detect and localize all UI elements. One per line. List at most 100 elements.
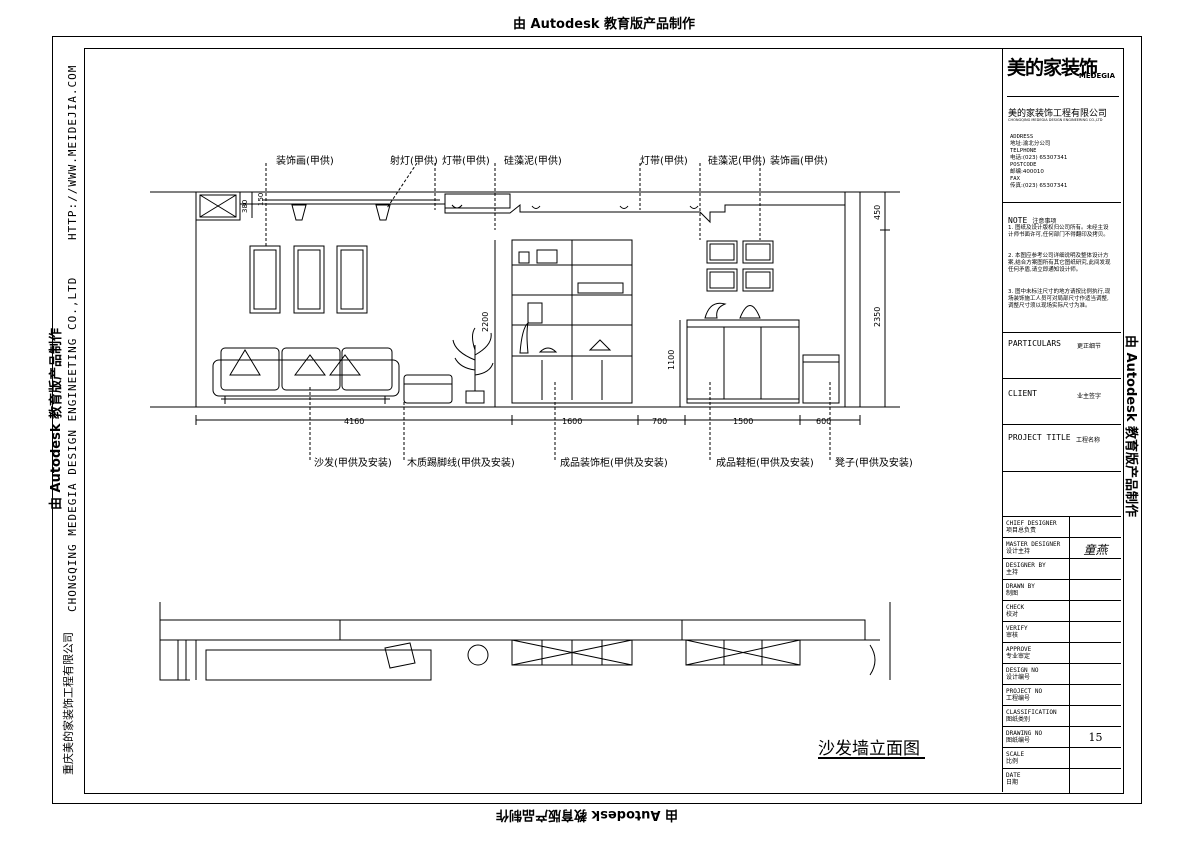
row-label-en: DESIGNER BY [1006,562,1046,569]
bottom-label-2: 木质踢脚线(甲供及安装) [407,458,515,469]
row-label-cn: 图纸编号 [1006,737,1031,744]
elevation-drawing [150,162,925,759]
row-divider [1069,622,1070,643]
top-label-7: 装饰画(甲供) [770,156,828,167]
row-label-en: VERIFY [1006,625,1028,632]
tel-label: TELPHONE [1010,148,1037,154]
bottom-label-3: 成品装饰柜(甲供及安装) [560,458,668,469]
company-name: 美的家装饰工程有限公司 [1008,109,1108,119]
dim-2200: 2200 [481,311,490,332]
row-label-en: DESIGN NO [1006,667,1039,674]
dim-600: 600 [816,417,832,426]
row-label-cn: 日期 [1006,779,1019,786]
row-label-en: DRAWING NO [1006,730,1043,737]
row-label-en: DRAWN BY [1006,583,1035,590]
row-value: 童燕 [1083,543,1108,557]
row-label-cn: 专业审定 [1006,653,1031,660]
postcode-value: 邮编:400010 [1010,169,1044,175]
row-label-cn: 校对 [1006,611,1019,618]
top-label-4: 硅藻泥(甲供) [504,156,562,167]
row-divider [1069,769,1070,793]
row-divider [1069,748,1070,769]
dim-450: 450 [873,204,882,220]
top-label-5: 灯带(甲供) [640,156,688,167]
top-label-6: 硅藻泥(甲供) [708,156,766,167]
row-label-cn: 工程编号 [1006,695,1031,702]
address-label: ADDRESS [1010,134,1034,140]
row-label-cn: 设计主持 [1006,548,1031,555]
particulars-value: 更正细节 [1077,343,1102,350]
inner-border [84,48,1124,794]
row-divider [1069,601,1070,622]
row-divider [1069,559,1070,580]
outer-border [52,36,1142,804]
title-block [1002,48,1123,792]
address-value: 地址:渝北分公司 [1010,141,1051,147]
row-label-cn: 审核 [1006,632,1019,639]
dim-2350: 2350 [873,306,882,327]
note-2: 2. 本图应参考公司详细说明及整体设计方案,结合方案图所有其它图纸研究,此间发现… [1008,253,1111,273]
top-label-3: 灯带(甲供) [442,156,490,167]
row-label-en: CHIEF DESIGNER [1006,520,1057,527]
row-label-cn: 制图 [1006,590,1019,597]
client-row: CLIENT 业主签字 [1002,378,1121,425]
dim-1100: 1100 [667,349,676,370]
note-3: 3. 图中未标注尺寸的地方请按比例执行,现场装饰施工人员可对局部尺寸作适当调整,… [1008,289,1111,309]
row-label-en: CHECK [1006,604,1025,611]
row-label-cn: 设计编号 [1006,674,1031,681]
bottom-label-5: 凳子(甲供及安装) [835,458,913,469]
row-label-cn: 项目总负责 [1006,527,1037,534]
top-label-2: 射灯(甲供) [390,156,438,167]
bottom-label-4: 成品鞋柜(甲供及安装) [716,458,814,469]
project-title-row: PROJECT TITLE 工程名称 [1002,424,1121,517]
row-divider [1069,580,1070,601]
fax-label: FAX [1010,176,1020,182]
particulars-label: PARTICULARS [1008,339,1061,348]
note-title: NOTE [1008,216,1028,225]
logo-sub: MEDEGIA [1078,72,1115,80]
client-value: 业主签字 [1077,393,1102,400]
dim-380: 380 [241,199,249,213]
row-label-en: MASTER DESIGNER [1006,541,1061,548]
row-label-cn: 主持 [1006,569,1019,576]
project-title-label: PROJECT TITLE [1008,433,1071,442]
row-label-cn: 比例 [1006,758,1019,765]
bottom-label-1: 沙发(甲供及安装) [314,458,392,469]
row-divider [1069,727,1070,748]
tel-value: 电话:(023) 65307341 [1010,155,1068,161]
fax-value: 传真:(023) 65307341 [1010,183,1068,189]
row-label-en: DATE [1006,772,1021,779]
note-1: 1. 图纸及设计版权归公司所有。未经主设计师书面许可,任何部门不得翻印及拷贝。 [1008,225,1109,238]
project-title-value: 工程名称 [1076,437,1101,444]
note-sub: 注意事项 [1032,218,1057,225]
contact-info: ADDRESS 地址:渝北分公司 TELPHONE 电话:(023) 65307… [1010,134,1067,190]
row-label-en: APPROVE [1006,646,1032,653]
row-divider [1069,706,1070,727]
client-label: CLIENT [1008,389,1037,398]
row-label-cn: 图纸类别 [1006,716,1031,723]
row-divider [1069,685,1070,706]
dim-4160: 4160 [344,417,365,426]
logo-text: 美的家装饰 [1007,57,1098,79]
row-divider [1069,517,1070,538]
note-section: NOTE 注意事项 1. 图纸及设计版权归公司所有。未经主设计师书面许可,任何部… [1002,202,1121,333]
dim-1500: 1500 [733,417,754,426]
watermark-top: 由 Autodesk 教育版产品制作 [513,17,696,32]
company-logo: 美的家装饰 MEDEGIA [1007,56,1119,97]
row-label-en: PROJECT NO [1006,688,1043,695]
row-label-en: CLASSIFICATION [1006,709,1057,716]
row-divider [1069,538,1070,559]
row-label-en: SCALE [1006,751,1025,758]
dim-150: 150 [257,192,265,206]
postcode-label: POSTCODE [1010,162,1037,168]
